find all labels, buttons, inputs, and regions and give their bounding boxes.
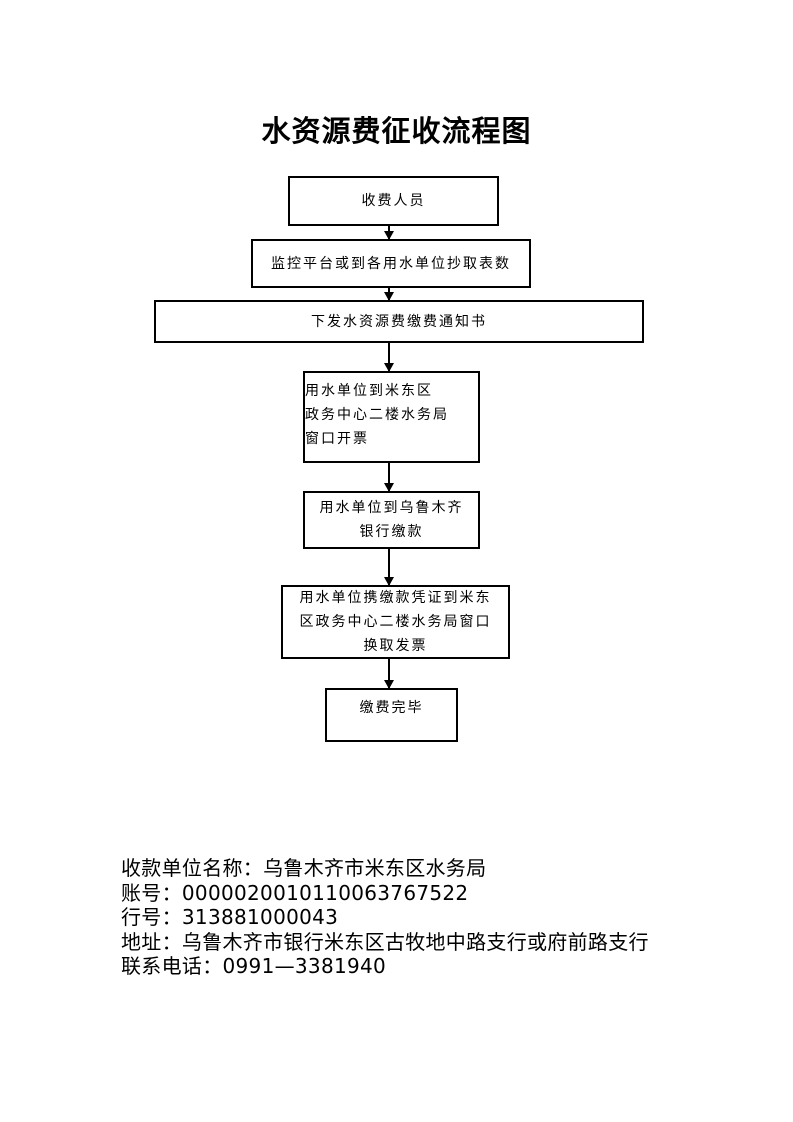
account-number: 账号：0000020010110063767522 xyxy=(121,880,469,905)
arrow-connector xyxy=(384,659,394,689)
arrow-connector xyxy=(384,463,394,492)
step-payment-complete: 缴费完毕 xyxy=(325,688,458,742)
step-label: 缴费完毕 xyxy=(359,700,424,716)
step-label: 用水单位携缴款凭证到米东 xyxy=(299,590,492,606)
step-label: 银行缴款 xyxy=(359,524,424,540)
arrow-connector xyxy=(384,226,394,240)
step-label: 用水单位到米东区 xyxy=(305,383,433,399)
step-exchange-invoice: 用水单位携缴款凭证到米东 区政务中心二楼水务局窗口 换取发票 xyxy=(281,585,510,659)
payment-info: 收款单位名称：乌鲁木齐市米东区水务局 账号：000002001011006376… xyxy=(121,856,649,979)
arrow-connector xyxy=(384,549,394,586)
arrow-connector xyxy=(384,288,394,301)
step-label: 区政务中心二楼水务局窗口 xyxy=(299,614,492,630)
step-read-meters: 监控平台或到各用水单位抄取表数 xyxy=(251,239,531,288)
address: 地址：乌鲁木齐市银行米东区古牧地中路支行或府前路支行 xyxy=(121,929,649,954)
step-issue-notice: 下发水资源费缴费通知书 xyxy=(154,300,644,343)
page-title: 水资源费征收流程图 xyxy=(261,114,532,148)
step-label: 监控平台或到各用水单位抄取表数 xyxy=(271,255,511,272)
payee-name: 收款单位名称：乌鲁木齐市米东区水务局 xyxy=(121,856,487,880)
step-label: 下发水资源费缴费通知书 xyxy=(311,313,487,330)
contact-phone: 联系电话：0991—3381940 xyxy=(121,954,387,978)
step-bank-payment: 用水单位到乌鲁木齐 银行缴款 xyxy=(303,491,480,549)
step-issue-invoice-ticket: 用水单位到米东区 政务中心二楼水务局 窗口开票 xyxy=(303,371,480,463)
step-label: 窗口开票 xyxy=(305,431,369,447)
bank-number: 行号：313881000043 xyxy=(121,905,339,929)
step-label: 政务中心二楼水务局 xyxy=(305,407,449,423)
step-label: 收费人员 xyxy=(361,193,426,209)
step-label: 用水单位到乌鲁木齐 xyxy=(319,500,464,516)
step-label: 换取发票 xyxy=(363,638,428,654)
step-collector: 收费人员 xyxy=(288,176,499,226)
arrow-connector xyxy=(384,343,394,372)
